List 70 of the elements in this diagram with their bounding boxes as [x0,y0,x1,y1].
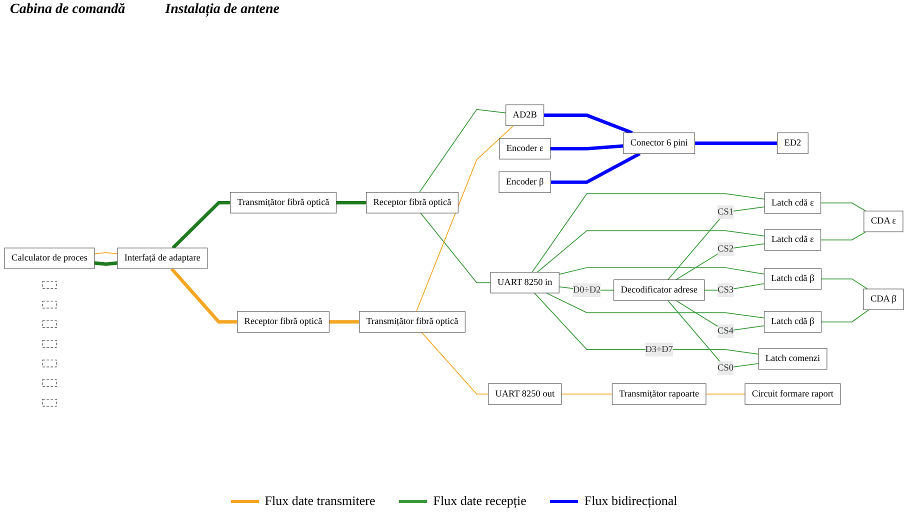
connector [820,309,870,322]
connector [421,332,489,394]
node-box [42,281,57,289]
node-box: Latch cdă β [764,311,822,333]
node-box: Encoder ε [499,138,551,160]
connector [94,252,118,254]
region-label: Cabina de comandă [10,2,126,18]
connector [534,292,759,355]
connector [820,202,866,212]
node-box: UART 8250 in [490,272,560,294]
connector [418,108,506,193]
node-box [42,320,57,328]
connector [550,144,624,150]
node-box: Transmițător fibră optică [230,192,336,214]
connector [668,206,766,280]
connector [668,300,759,369]
legend-text: Flux bidirecțional [584,493,678,509]
node-box [42,398,57,406]
node-box: Calculator de proces [4,248,95,270]
node-box [42,360,57,368]
connector [558,267,765,275]
node-box: Circuit formare raport [744,383,841,405]
node-box: Latch cdă ε [764,192,822,214]
node-box: CDA β [863,288,904,310]
connector [420,212,491,284]
node-box: Conector 6 pini [623,132,696,154]
node-box: Decodificator adrese [614,279,705,301]
edge-label: D0÷D2 [572,284,601,295]
connector [704,283,765,291]
edge-label: D3÷D7 [645,344,673,354]
connector [544,113,633,134]
connector [172,200,230,250]
node-box [42,300,57,308]
edge-label: CS0 [718,362,734,373]
node-box: Latch cdă ε [764,229,822,251]
connector [94,261,118,266]
node-box [42,340,57,348]
connector [820,278,868,290]
node-box: AD2B [506,104,544,126]
node-box: ED2 [777,132,808,154]
connector [536,230,766,273]
connector [550,152,641,184]
connector [336,200,366,204]
node-box: Latch cdă β [764,268,822,290]
connector [675,243,766,280]
edge-label: CS4 [718,326,734,336]
node-box: Transmițător fibră optică [359,311,466,333]
legend-text: Flux date recepție [433,493,526,509]
connector [416,125,514,312]
node-box [42,379,57,387]
edge-label: CS2 [718,244,734,254]
node-box: Receptor fibră optică [366,192,458,214]
connector [170,268,238,324]
node-box: UART 8250 out [488,383,562,405]
connector [546,292,765,318]
edge-label: CS1 [718,207,734,217]
legend-text: Flux date transmitere [264,493,376,509]
connector [694,141,778,145]
node-box: Transmițător rapoarte [612,383,706,405]
connector [329,320,360,324]
node-box: CDA ε [864,210,904,232]
node-box: Encoder β [498,172,551,193]
edge-label: CS3 [718,284,734,295]
connector [820,231,866,240]
node-box: Latch comenzi [758,348,828,370]
connector [532,193,766,273]
connector [675,300,765,332]
region-label: Instalația de antene [165,2,280,18]
node-box: Interfață de adaptare [117,248,208,270]
node-box: Receptor fibră optică [237,311,330,333]
